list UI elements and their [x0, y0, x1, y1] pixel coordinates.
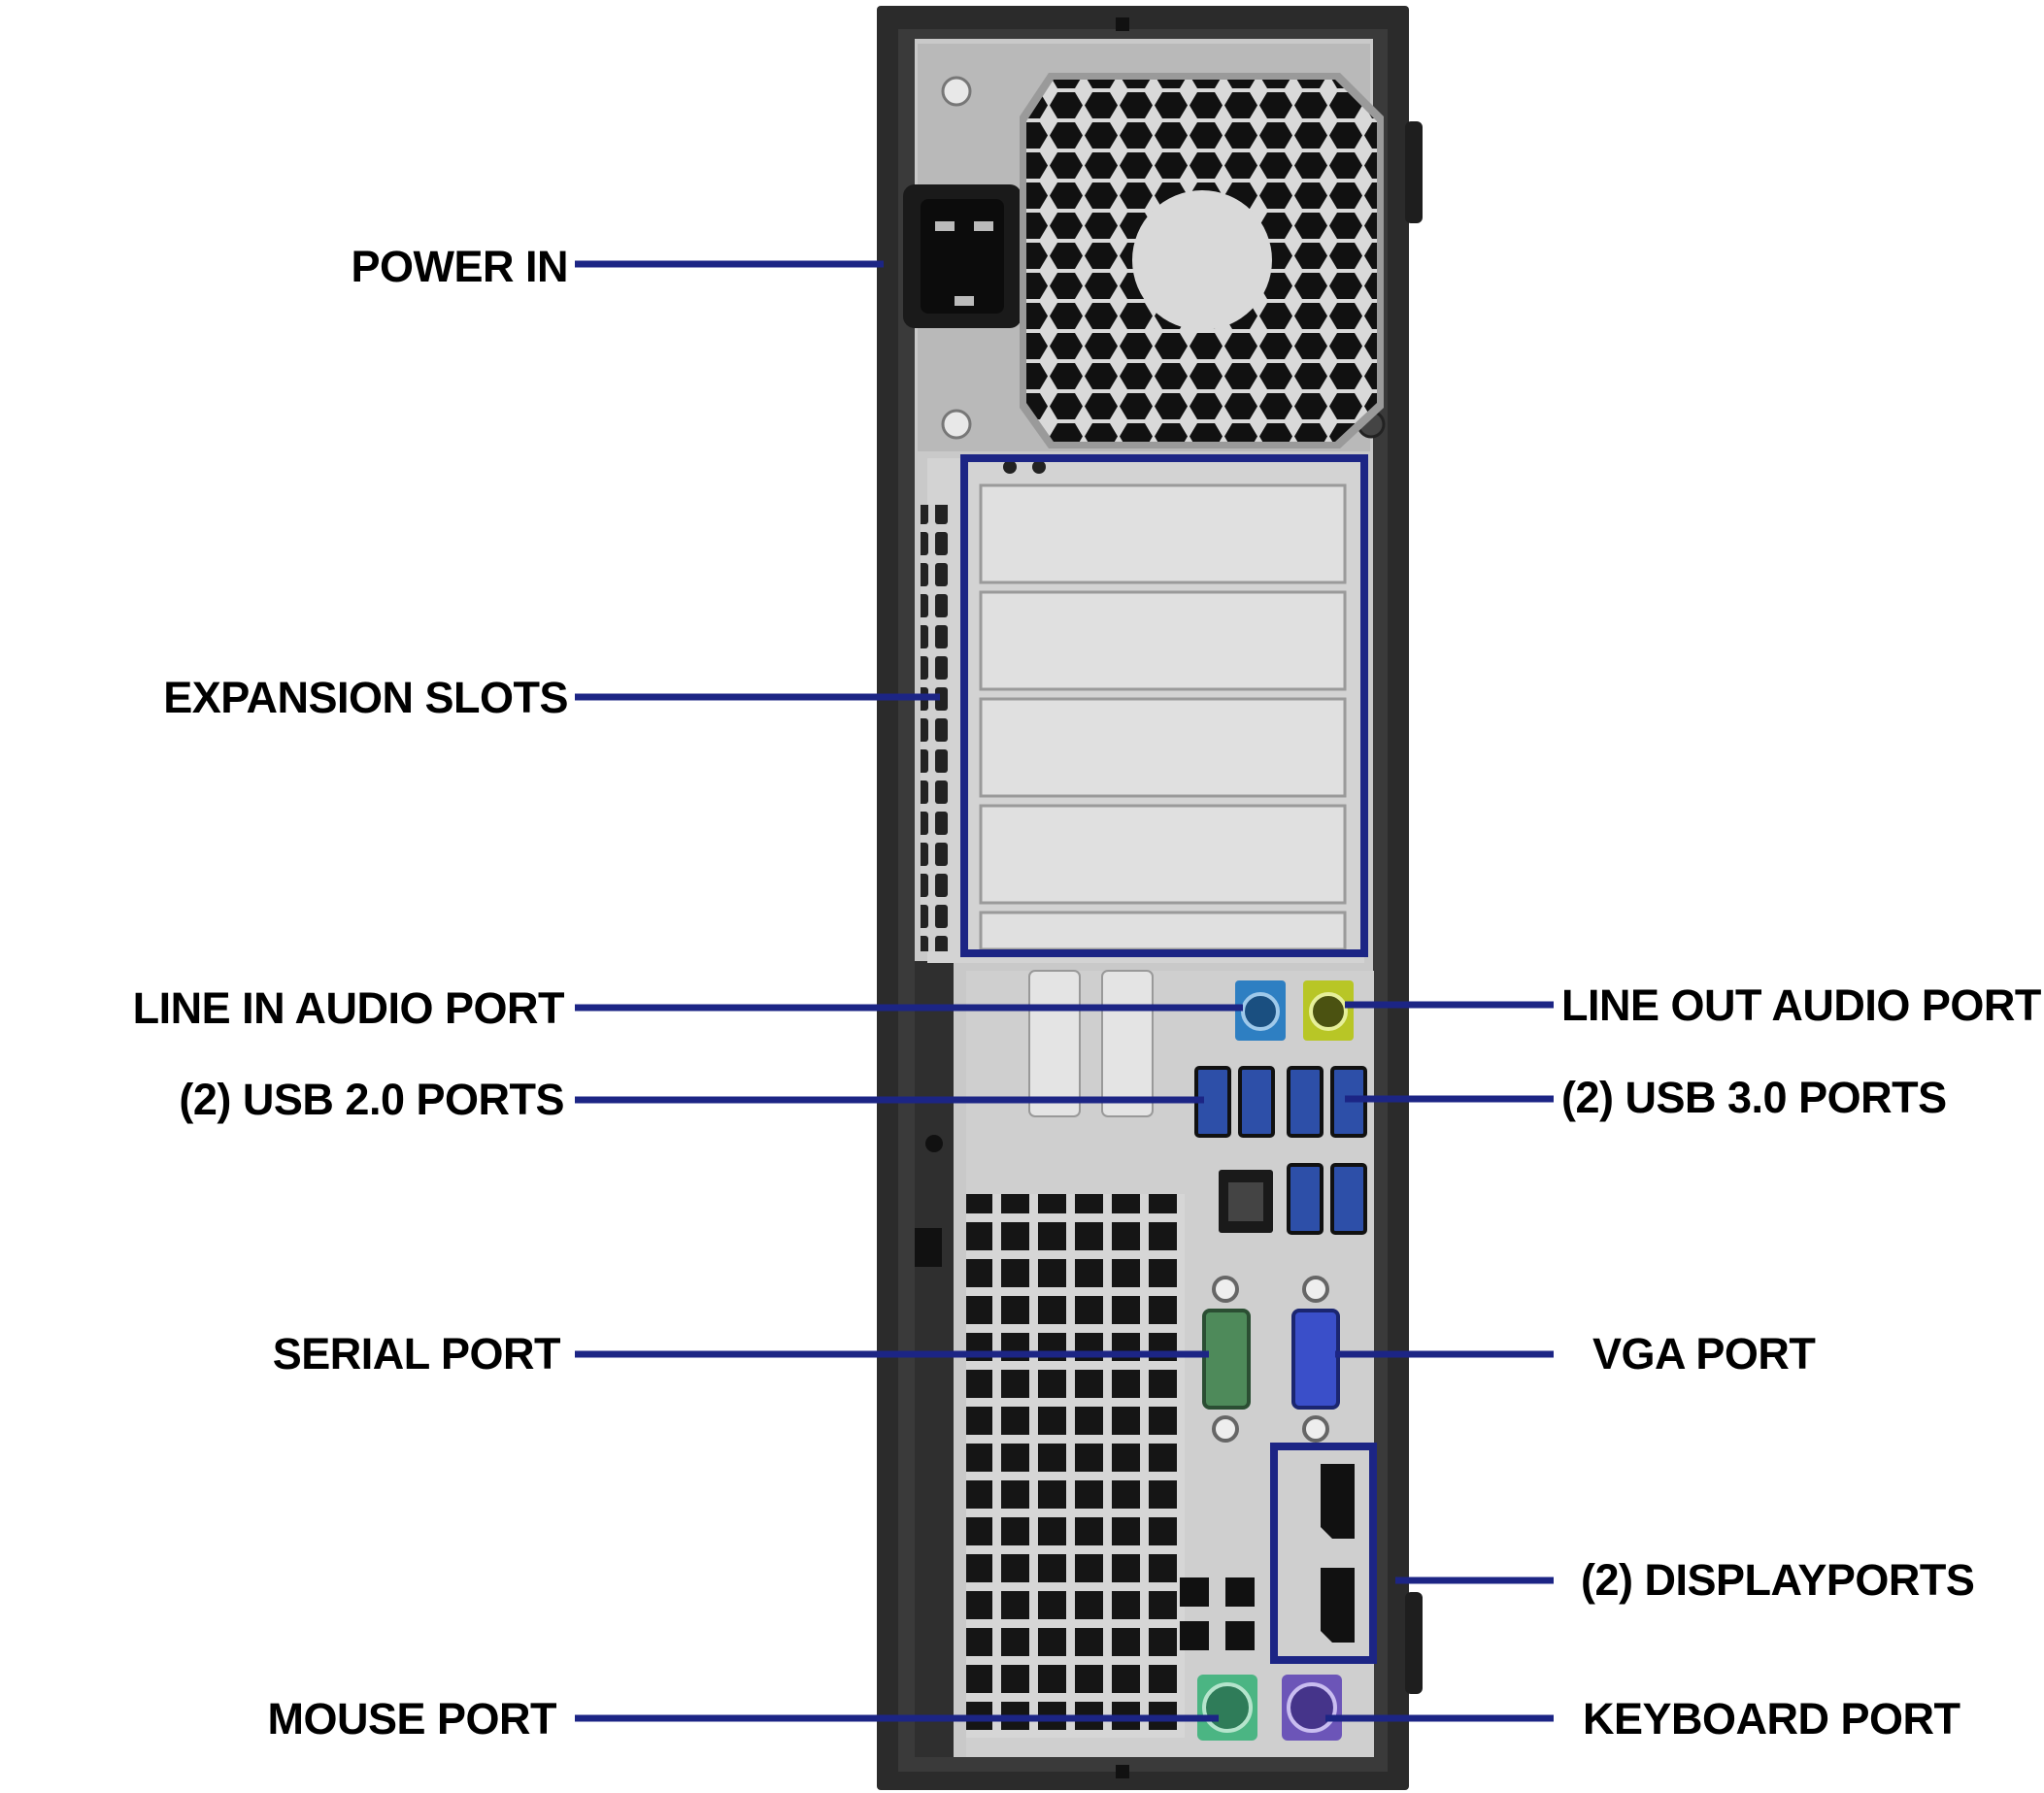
- label-usb3-ports: (2) USB 3.0 PORTS: [1561, 1073, 1947, 1122]
- lock-slot: [915, 1228, 942, 1267]
- usb3-port-3: [1287, 1163, 1324, 1235]
- displayport-1: [1321, 1464, 1355, 1539]
- vga-screw-bottom: [1302, 1415, 1329, 1443]
- displayports-highlight: [1270, 1443, 1377, 1664]
- line-in-jack: [1241, 992, 1280, 1031]
- left-rail-hole: [925, 1135, 943, 1152]
- slot-cover-2: [979, 590, 1347, 691]
- usb3-port-1: [1287, 1066, 1324, 1138]
- line-out-jack: [1309, 992, 1348, 1031]
- serial-port: [1202, 1309, 1251, 1410]
- serial-screw-bottom: [1212, 1415, 1239, 1443]
- power-pin-3: [955, 296, 974, 306]
- displayport-2: [1321, 1568, 1355, 1643]
- cutout-4: [1225, 1621, 1255, 1650]
- label-expansion-slots: EXPANSION SLOTS: [163, 673, 568, 722]
- case-bottom-notch: [1116, 1765, 1129, 1778]
- power-pin-1: [935, 221, 955, 231]
- vent-grid: [966, 1194, 1185, 1738]
- mouse-port: [1202, 1682, 1253, 1733]
- io-panel: [966, 970, 1377, 1757]
- slot-cover-4: [979, 804, 1347, 905]
- label-line-in-audio-port: LINE IN AUDIO PORT: [132, 983, 565, 1033]
- expansion-slots-highlight: [960, 454, 1368, 957]
- label-power-in: POWER IN: [351, 242, 568, 291]
- usb2-port-2: [1238, 1066, 1275, 1138]
- slot-cover-1: [979, 483, 1347, 584]
- psu-screw-bottom: [941, 409, 972, 440]
- case-top-notch: [1116, 17, 1129, 31]
- label-displayports: (2) DISPLAYPORTS: [1581, 1555, 1975, 1605]
- slot-screw-b: [1032, 460, 1046, 474]
- slot-cover-3: [979, 697, 1347, 798]
- label-line-out-audio-port: LINE OUT AUDIO PORT: [1561, 980, 2041, 1030]
- knockout-1: [1028, 970, 1081, 1117]
- leader-lines: [575, 260, 1554, 1722]
- slot-screw-a: [1003, 460, 1017, 474]
- label-usb2-ports: (2) USB 2.0 PORTS: [179, 1075, 564, 1124]
- case-tab-top: [1405, 121, 1423, 223]
- vga-screw-top: [1302, 1276, 1329, 1303]
- label-vga-port: VGA PORT: [1592, 1329, 1816, 1378]
- cutout-2: [1225, 1577, 1255, 1607]
- cutout-1: [1180, 1577, 1209, 1607]
- keyboard-port: [1287, 1682, 1337, 1733]
- knockout-2: [1101, 970, 1154, 1117]
- ethernet-port-inner: [1228, 1182, 1263, 1221]
- label-keyboard-port: KEYBOARD PORT: [1583, 1694, 1960, 1743]
- label-serial-port: SERIAL PORT: [272, 1329, 561, 1378]
- psu-screw-top: [941, 76, 972, 107]
- cutout-3: [1180, 1621, 1209, 1650]
- serial-screw-top: [1212, 1276, 1239, 1303]
- fan-hub: [1132, 190, 1272, 330]
- power-supply: [903, 44, 1386, 451]
- side-vent: [921, 505, 950, 951]
- label-mouse-port: MOUSE PORT: [267, 1694, 556, 1743]
- case-tab-bottom: [1405, 1592, 1423, 1694]
- expansion-slot-area: [921, 454, 1368, 963]
- usb3-port-4: [1330, 1163, 1367, 1235]
- power-pin-2: [974, 221, 993, 231]
- left-rail: [915, 961, 954, 1757]
- vga-port: [1291, 1309, 1340, 1410]
- slot-cover-5: [979, 911, 1347, 951]
